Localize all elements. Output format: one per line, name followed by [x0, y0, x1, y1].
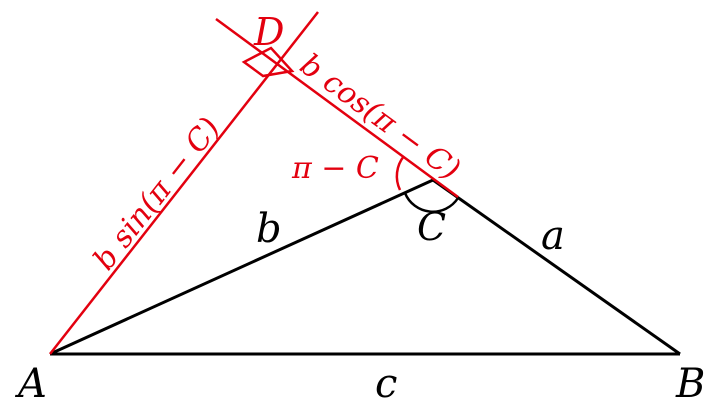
extension-cd-line	[215, 17, 459, 199]
vertex-d-label: D	[253, 10, 284, 54]
vertex-b-label: B	[675, 361, 705, 407]
b-sin-label: b sin(π − C)	[87, 111, 228, 277]
altitude-ad-line	[49, 11, 319, 355]
side-c-label: c	[375, 361, 397, 407]
vertex-c-label: C	[417, 205, 446, 249]
angle-c-arc	[403, 192, 460, 213]
side-a-line	[432, 178, 681, 356]
side-b-label: b	[256, 206, 282, 252]
angle-ext-label: π − C	[291, 151, 379, 186]
angle-ext-arc	[395, 155, 406, 191]
vertex-a-label: A	[14, 361, 47, 407]
right-angle-marker	[241, 46, 295, 78]
side-b-line	[49, 178, 434, 356]
side-a-label: a	[541, 213, 565, 259]
